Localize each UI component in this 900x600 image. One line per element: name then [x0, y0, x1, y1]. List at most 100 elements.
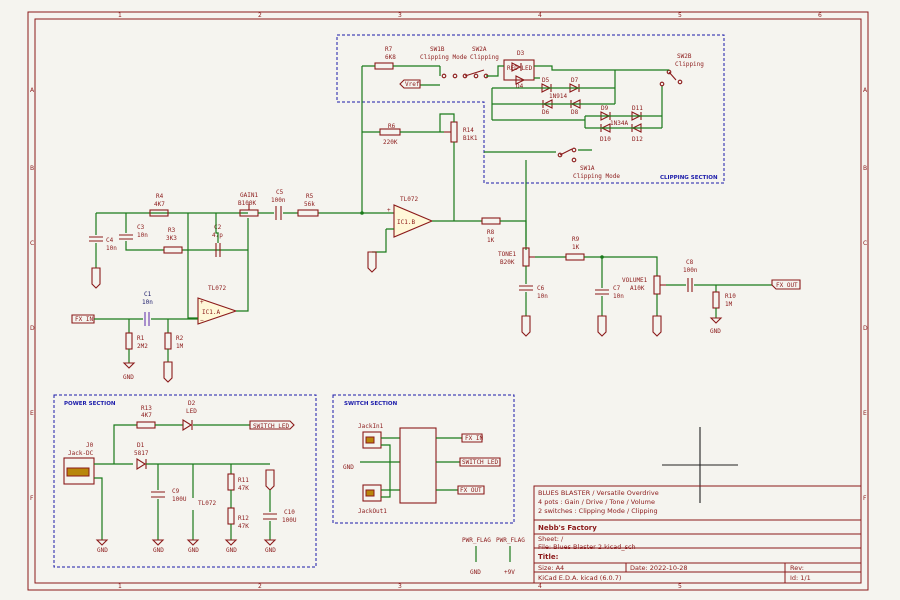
- jack-in-1[interactable]: JackIn1: [358, 423, 384, 449]
- svg-text:GND: GND: [153, 547, 164, 554]
- capacitor-c1[interactable]: C1 10n: [142, 291, 153, 326]
- capacitor-c5[interactable]: C5 100n: [271, 189, 286, 220]
- pot-volume1[interactable]: VOLUME1 A10K: [622, 275, 666, 295]
- diode-d6[interactable]: D6: [542, 99, 553, 116]
- svg-text:D7: D7: [571, 77, 579, 84]
- diode-d9[interactable]: D9: [600, 105, 611, 121]
- vref-label: Vref: [399, 79, 421, 89]
- resistor-r4[interactable]: R4 4K7: [149, 193, 169, 217]
- capacitor-c4[interactable]: C4 10n: [89, 236, 117, 252]
- svg-text:C1: C1: [144, 291, 152, 298]
- diode-d8[interactable]: D8: [570, 99, 581, 116]
- capacitor-c7[interactable]: C7 10n: [595, 285, 624, 300]
- svg-text:GND: GND: [226, 547, 237, 554]
- svg-text:C7: C7: [613, 285, 621, 292]
- diode-d11[interactable]: D11: [631, 105, 643, 121]
- clipping-section-title: CLIPPING SECTION: [660, 175, 718, 181]
- led-d3[interactable]: D3 RED LED: [507, 50, 533, 72]
- wire: [215, 213, 219, 243]
- resistor-r2[interactable]: R2 1M: [164, 332, 184, 350]
- svg-text:C10: C10: [284, 509, 295, 516]
- svg-text:LED: LED: [186, 408, 197, 415]
- pwr-flag-gnd: PWR_FLAG GND: [462, 537, 491, 576]
- resistor-r6[interactable]: R6 220K: [379, 123, 401, 146]
- svg-text:IC1.A: IC1.A: [202, 309, 220, 316]
- switch-section-title: SWITCH SECTION: [344, 401, 398, 407]
- footswitch-3pdt[interactable]: [399, 427, 437, 504]
- svg-text:R12: R12: [238, 515, 249, 522]
- svg-text:1K: 1K: [572, 244, 580, 251]
- capacitor-c10[interactable]: C10 100U: [263, 509, 297, 524]
- svg-text:TL072: TL072: [208, 285, 226, 292]
- svg-text:100U: 100U: [282, 517, 297, 524]
- diode-d7[interactable]: D7: [569, 77, 580, 93]
- svg-text:FX OUT: FX OUT: [776, 282, 798, 289]
- opamp-power-tl072[interactable]: TL072: [198, 500, 216, 507]
- svg-text:R7: R7: [385, 46, 393, 53]
- row-label: B: [30, 165, 34, 172]
- gnd-symbol: GND: [151, 539, 165, 554]
- svg-text:R9: R9: [572, 236, 580, 243]
- gnd-symbol: GND: [95, 539, 109, 554]
- title-size: Size: A4: [538, 564, 564, 572]
- resistor-r3[interactable]: R3 3K3: [163, 227, 183, 254]
- gnd-symbol: GND: [186, 539, 200, 554]
- svg-text:C4: C4: [106, 237, 114, 244]
- diode-model-1n914: 1N914: [549, 93, 567, 100]
- switch-sw2b[interactable]: SW2B Clipping: [659, 53, 704, 87]
- resistor-r11[interactable]: R11 47K: [227, 473, 249, 492]
- dc-jack-j0[interactable]: J0 Jack-DC: [63, 442, 95, 485]
- diode-d1[interactable]: D1 5817: [134, 442, 149, 470]
- col-label: 1: [118, 583, 122, 590]
- resistor-r9[interactable]: R9 1K: [565, 236, 585, 261]
- vref-label: [367, 251, 377, 273]
- led-d2[interactable]: D2 LED: [182, 400, 197, 431]
- switch-sw2a[interactable]: SW2A Clipping: [462, 46, 499, 79]
- wire: [94, 424, 137, 540]
- wire: [492, 86, 663, 129]
- pot-tone1[interactable]: TONE1 B20K: [498, 247, 535, 267]
- svg-text:D4: D4: [516, 83, 524, 90]
- switch-led-label: SWITCH LED: [459, 457, 501, 467]
- resistor-r1[interactable]: R1 2M2: [125, 332, 148, 350]
- switch-sw1b[interactable]: SW1B Clipping Mode: [420, 46, 467, 79]
- svg-text:+: +: [200, 299, 204, 306]
- resistor-r10[interactable]: R10 1M: [712, 291, 736, 309]
- title-file: File: Blues Blaster 2.kicad_sch: [538, 543, 636, 551]
- switch-led-label: SWITCH LED: [249, 420, 295, 430]
- jack-out-1[interactable]: JackOut1: [358, 484, 387, 515]
- opamp-ic1b[interactable]: IC1.B TL072 + −: [387, 196, 434, 238]
- svg-text:GND: GND: [710, 328, 721, 335]
- pwr-flag-9v: PWR_FLAG +9V: [496, 537, 525, 576]
- title-rev: Rev:: [790, 564, 804, 572]
- capacitor-c8[interactable]: C8 100n: [683, 259, 698, 292]
- resistor-r8[interactable]: R8 1K: [481, 217, 501, 244]
- svg-text:1M: 1M: [725, 301, 733, 308]
- svg-text:SW2B: SW2B: [677, 53, 692, 60]
- row-label: C: [863, 240, 867, 247]
- capacitor-c3[interactable]: C3 10n: [119, 224, 148, 240]
- row-label: A: [863, 87, 868, 94]
- opamp-ic1a[interactable]: IC1.A TL072 + −: [197, 285, 238, 325]
- capacitor-c6[interactable]: C6 10n: [519, 285, 548, 300]
- svg-text:Jack-DC: Jack-DC: [68, 450, 94, 457]
- diode-d4[interactable]: D4: [515, 75, 526, 90]
- svg-text:Clipping: Clipping: [675, 61, 704, 68]
- title-sheet: Sheet: /: [538, 535, 564, 543]
- resistor-r5[interactable]: R5 56k: [297, 193, 319, 217]
- diode-d5[interactable]: D5: [541, 77, 552, 93]
- junction: [360, 211, 364, 215]
- power-section-box: [53, 394, 317, 568]
- switch-sw1a[interactable]: SW1A Clipping Mode: [557, 147, 620, 180]
- svg-text:D11: D11: [632, 105, 643, 112]
- wire: [372, 218, 482, 253]
- trimmer-r14[interactable]: R14 B1K1: [444, 121, 478, 143]
- resistor-r13[interactable]: R13 4K7: [136, 405, 156, 429]
- diode-d12[interactable]: D12: [631, 123, 643, 143]
- svg-text:+: +: [387, 207, 391, 214]
- gnd-net-label: GND: [343, 464, 354, 471]
- svg-text:10n: 10n: [613, 293, 624, 300]
- fx-in-label: FX IN: [71, 314, 95, 324]
- wire: [146, 463, 270, 498]
- capacitor-c9[interactable]: C9 100U: [151, 488, 187, 503]
